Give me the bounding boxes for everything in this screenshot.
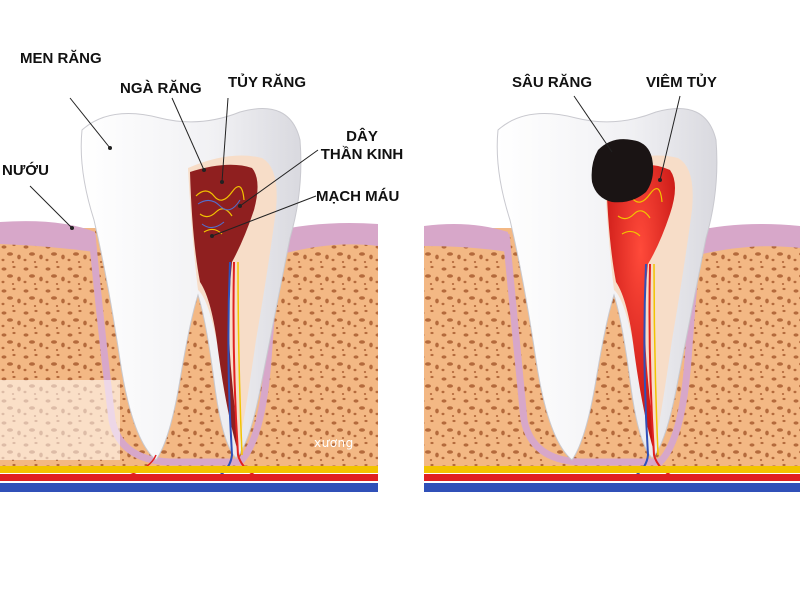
label-nerve-line2: THẦN KINH: [320, 146, 404, 163]
label-enamel: MEN RĂNG: [20, 50, 102, 67]
artery-band-right: [424, 474, 800, 481]
leader-dot-nerve: [238, 204, 242, 208]
healthy-tooth-panel: [0, 97, 378, 492]
leader-dot-dentin: [202, 168, 206, 172]
leader-pulp: [221, 97, 229, 183]
pulp-left: [190, 164, 258, 453]
label-pulp: TỦY RĂNG: [228, 74, 307, 91]
label-gum: NƯỚU: [2, 162, 49, 179]
cavity: [591, 139, 654, 203]
diseased-tooth-panel: [424, 95, 800, 492]
gum-right-right: [690, 224, 800, 256]
label-nerve: DÂY THẦN KINH: [312, 128, 412, 164]
leader-dot-gum: [70, 226, 74, 230]
gum-left-right: [270, 223, 378, 256]
pulp-right: [606, 164, 675, 452]
vein-band-left: [0, 483, 378, 492]
gum-right: [424, 224, 508, 252]
leader-dot-vessel: [210, 234, 214, 238]
leader-pulpitis: [659, 95, 681, 181]
label-nerve-line1: DÂY: [346, 128, 378, 145]
band-white-gap-right: [424, 481, 800, 483]
artery-band-left: [0, 474, 378, 481]
leader-enamel: [69, 97, 111, 149]
leader-dot-pulp: [220, 180, 224, 184]
label-pulpitis: VIÊM TỦY: [646, 74, 717, 91]
canal-nerve-right: [653, 263, 659, 456]
leader-dot-enamel: [108, 146, 112, 150]
fade-overlay: [0, 380, 120, 460]
label-bone: xương: [314, 436, 354, 450]
leader-dentin: [171, 97, 205, 171]
vein-band-right: [424, 483, 800, 492]
vessel-squiggle-left: [197, 199, 241, 228]
leader-nerve: [239, 149, 319, 207]
socket-outline-right: [502, 233, 702, 466]
nerve-band-right: [424, 466, 800, 473]
nerve-band-left: [0, 466, 378, 473]
leader-gum: [29, 185, 73, 229]
band-white-gap-left: [0, 481, 378, 483]
label-blood-vessel: MẠCH MÁU: [316, 188, 400, 205]
label-cavity: SÂU RĂNG: [512, 74, 593, 91]
leader-dot-pulpitis: [658, 178, 662, 182]
leader-cavity: [573, 95, 613, 153]
canal-nerve-left: [237, 261, 243, 456]
leader-vessel: [211, 195, 317, 237]
label-dentin: NGÀ RĂNG: [120, 80, 202, 97]
